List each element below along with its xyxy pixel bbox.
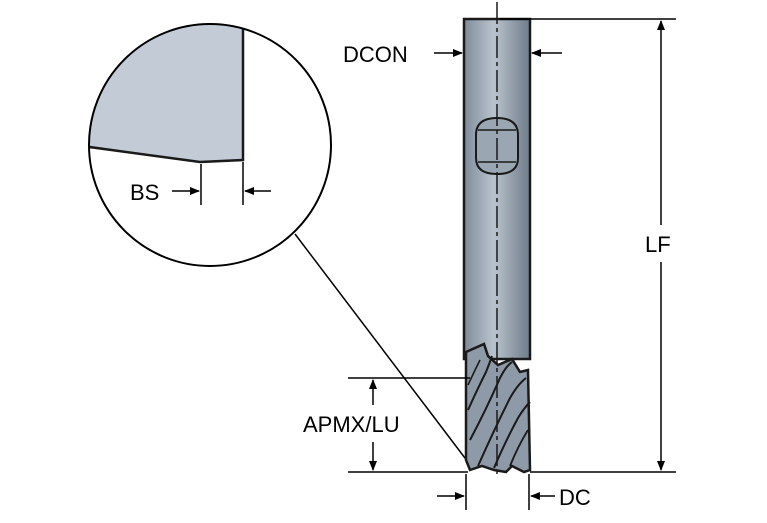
flute-helix-1 bbox=[469, 361, 513, 441]
apmx-lu-dimension: APMX/LU bbox=[303, 377, 470, 473]
flute-helix-3 bbox=[493, 401, 531, 469]
detail-leader-line bbox=[294, 233, 469, 463]
detail-corner-chamfer bbox=[89, 24, 245, 164]
end-mill-tool bbox=[462, 2, 532, 478]
detail-circle-outline bbox=[88, 23, 332, 267]
flute-helix-5 bbox=[509, 429, 529, 467]
lf-label: LF bbox=[645, 232, 671, 257]
flute-helix-6 bbox=[467, 359, 481, 386]
flute-helix-4 bbox=[467, 355, 493, 411]
detail-magnifier: BS bbox=[88, 23, 332, 267]
apmx-lu-label: APMX/LU bbox=[303, 412, 400, 437]
dc-label: DC bbox=[559, 485, 591, 510]
dcon-dimension: DCON bbox=[343, 42, 562, 67]
tool-flutes bbox=[464, 342, 532, 474]
bs-label: BS bbox=[130, 180, 159, 205]
lf-dimension: LF bbox=[500, 18, 676, 473]
flute-helix-2 bbox=[477, 377, 527, 467]
dcon-label: DCON bbox=[343, 42, 408, 67]
dc-dimension: DC bbox=[437, 474, 591, 510]
